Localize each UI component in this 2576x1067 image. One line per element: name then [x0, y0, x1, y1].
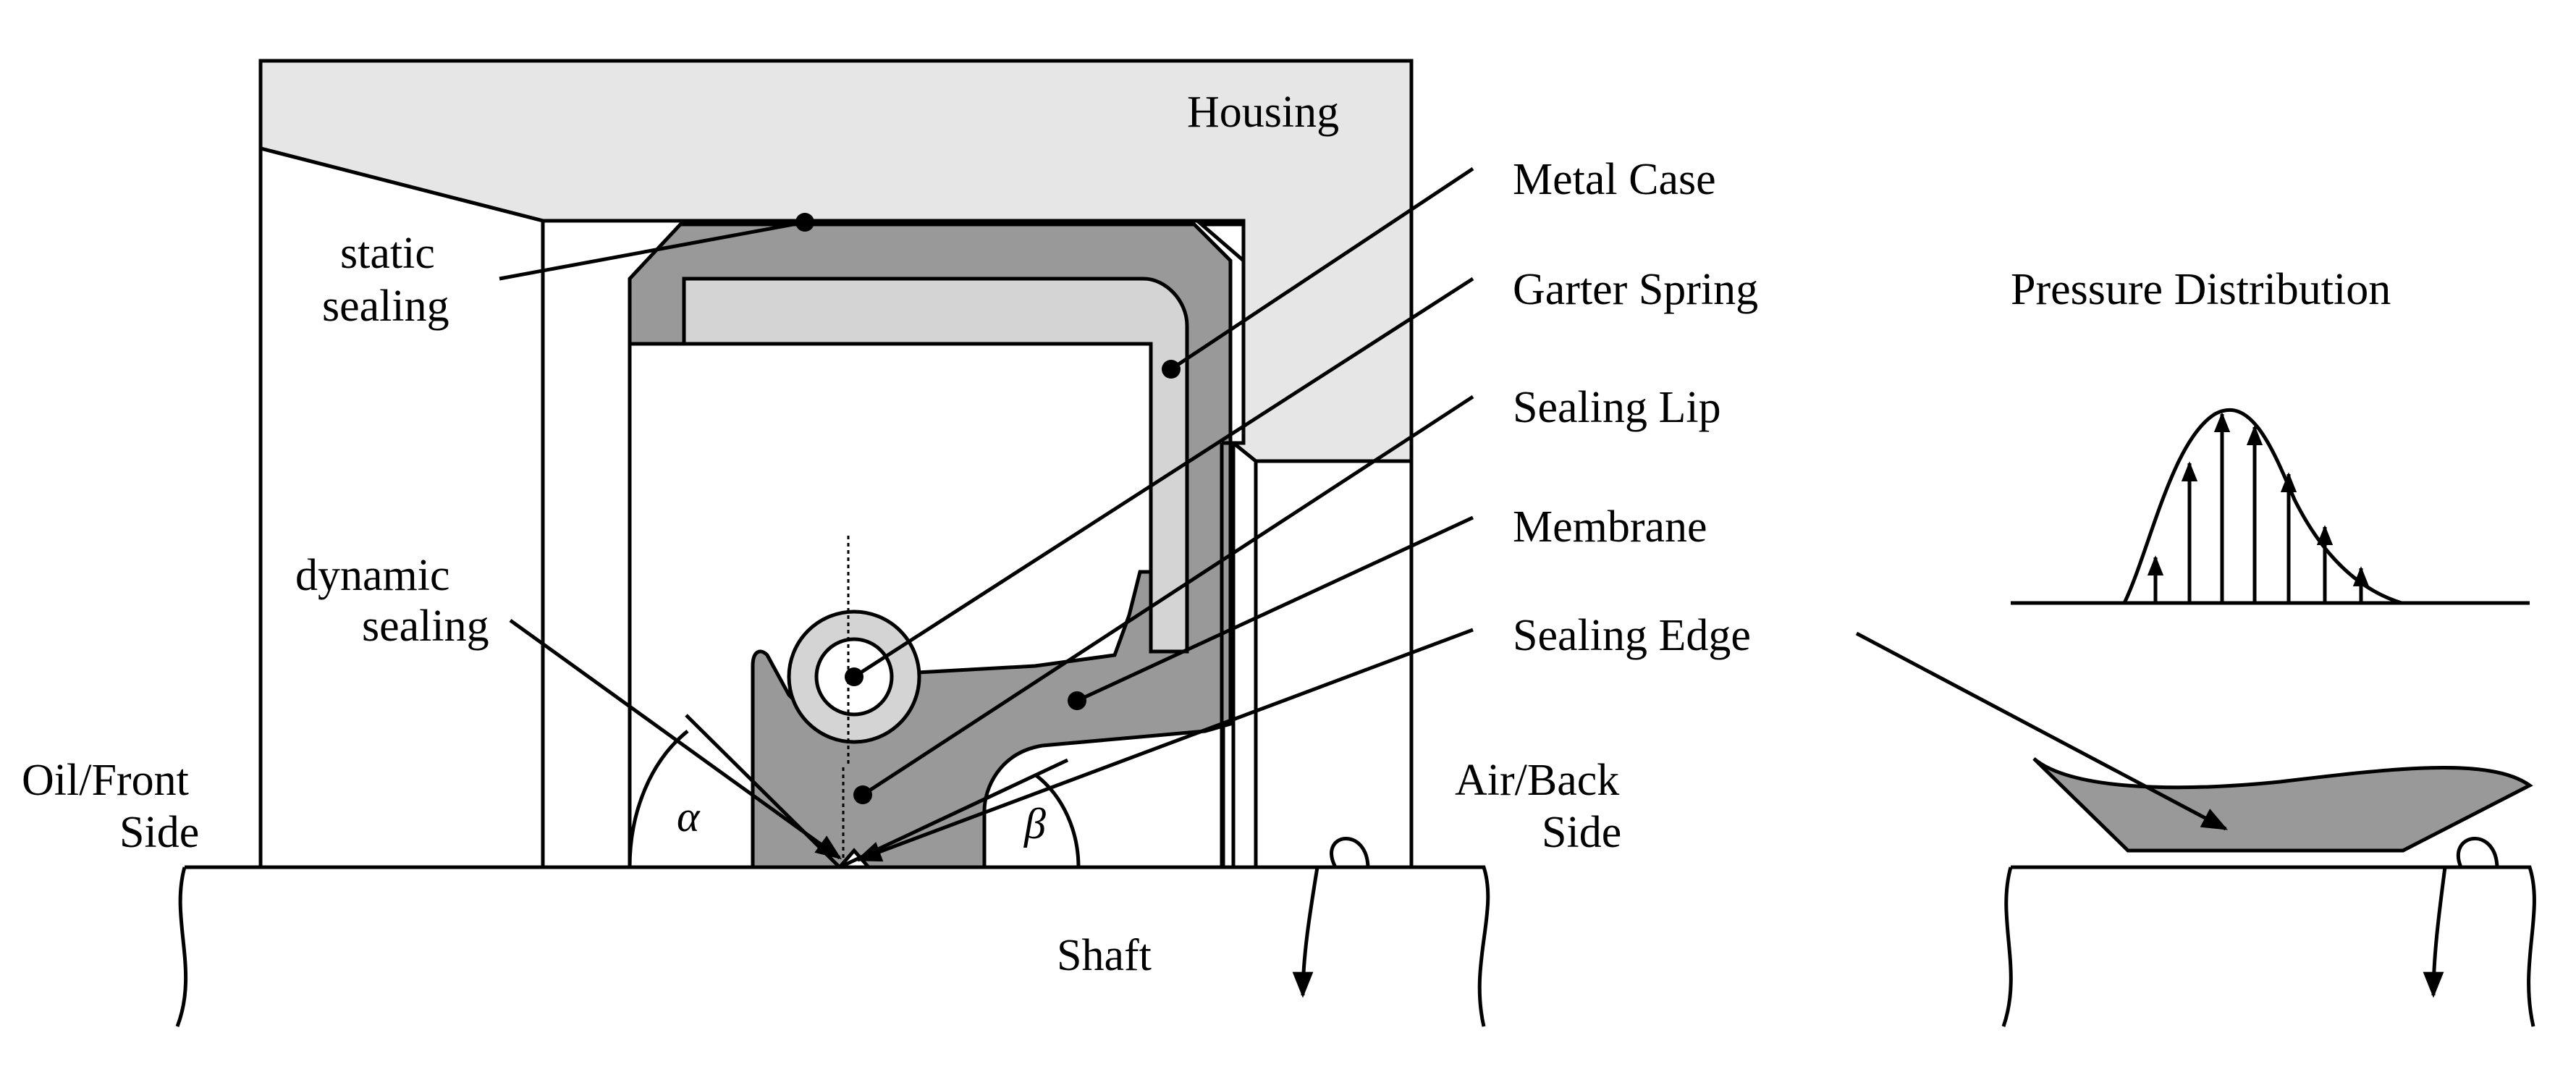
label-air-back-line1: Air/Back	[1455, 756, 1619, 805]
label-alpha: α	[677, 793, 701, 840]
shaft-left	[175, 865, 1490, 1027]
pressure-curve	[2122, 408, 2402, 605]
label-dynamic-sealing-line2: sealing	[362, 602, 489, 651]
label-air-back-line2: Side	[1542, 808, 1621, 857]
rotation-arrow-left	[1303, 837, 1370, 995]
label-membrane: Membrane	[1513, 502, 1707, 552]
label-shaft: Shaft	[1057, 931, 1152, 980]
label-static-sealing-line2: sealing	[322, 282, 449, 331]
label-sealing-lip: Sealing Lip	[1513, 383, 1721, 432]
pressure-arrows	[2147, 412, 2370, 603]
beta-arc	[1034, 773, 1081, 868]
sealing-edge-shape	[2032, 757, 2533, 853]
leader-sealing-edge	[855, 628, 1474, 862]
leader-dynamic-sealing	[509, 618, 842, 860]
label-sealing-edge: Sealing Edge	[1513, 611, 1751, 660]
label-oil-front-line2: Side	[119, 808, 199, 857]
label-beta: β	[1023, 800, 1046, 848]
label-oil-front-line1: Oil/Front	[22, 756, 189, 805]
label-garter-spring: Garter Spring	[1513, 265, 1758, 314]
leader-sealing-edge-right	[1855, 631, 2229, 831]
leader-sealing-lip	[861, 395, 1474, 797]
rotation-arrow-right	[2433, 837, 2499, 995]
label-housing: Housing	[1187, 88, 1339, 137]
leader-membrane	[1076, 515, 1474, 703]
leader-garter-spring	[853, 277, 1474, 679]
label-pressure-distribution: Pressure Distribution	[2011, 265, 2391, 314]
label-static-sealing-line1: static	[340, 229, 435, 278]
leader-metal-case	[1170, 166, 1474, 371]
alpha-arc	[628, 730, 689, 868]
label-dynamic-sealing-line1: dynamic	[295, 551, 450, 600]
leader-static-sealing	[499, 220, 806, 281]
label-metal-case: Metal Case	[1513, 155, 1716, 204]
metal-case	[682, 277, 1189, 654]
shaft-right	[2001, 865, 2536, 1027]
